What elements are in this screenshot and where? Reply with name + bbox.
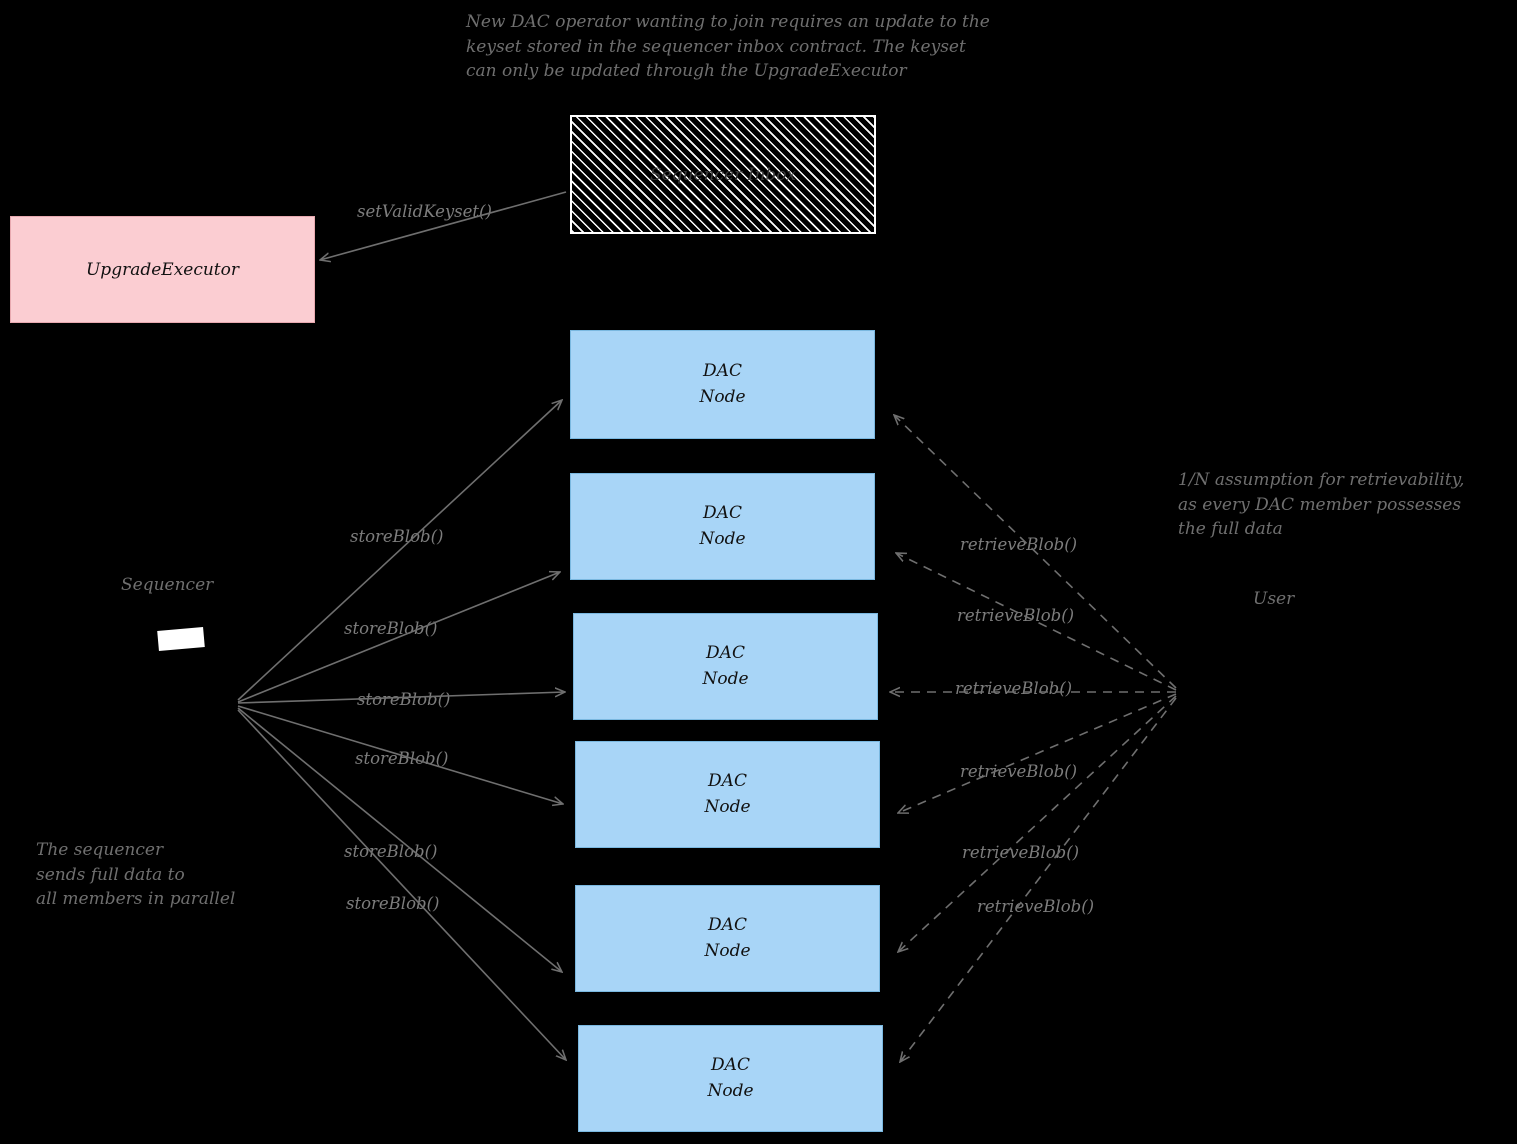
edge-label-retrieve-blob-2: retrieveBlob() [957, 606, 1075, 625]
dac-node-label-line2: Node [704, 940, 751, 961]
note-keyset-update: New DAC operator wanting to join require… [466, 12, 990, 82]
dac-node-label-line1: DAC [711, 1055, 750, 1075]
dac-node-box-2[interactable]: DAC Node [570, 473, 875, 580]
note-sequencer-parallel: The sequencer sends full data to all mem… [36, 840, 236, 910]
edge-label-retrieve-blob-1: retrieveBlob() [960, 535, 1078, 554]
edge-store-blob-1 [237, 400, 562, 701]
dac-node-box-3[interactable]: DAC Node [573, 613, 878, 720]
actor-label-user: User [1253, 589, 1295, 609]
dac-node-box-6[interactable]: DAC Node [578, 1025, 883, 1132]
dac-node-label-line2: Node [704, 796, 751, 817]
dac-node-label-line2: Node [699, 528, 746, 549]
dac-node-label-line1: DAC [703, 503, 742, 523]
sequencer-icon [157, 627, 205, 651]
dac-node-box-1[interactable]: DAC Node [570, 330, 875, 439]
edge-retrieve-blob-6 [900, 697, 1177, 1062]
edge-label-store-blob-6: storeBlob() [346, 894, 440, 913]
dac-node-label-line1: DAC [703, 361, 742, 381]
edge-label-store-blob-4: storeBlob() [355, 749, 449, 768]
edge-label-retrieve-blob-5: retrieveBlob() [962, 843, 1080, 862]
edge-label-store-blob-2: storeBlob() [344, 619, 438, 638]
upgrade-executor-box[interactable]: UpgradeExecutor [10, 216, 315, 323]
edge-label-set-valid-keyset: setValidKeyset() [357, 202, 492, 221]
note-retrievability: 1/N assumption for retrievability, as ev… [1178, 470, 1465, 540]
dac-node-label-line1: DAC [706, 643, 745, 663]
edge-label-store-blob-3: storeBlob() [357, 690, 451, 709]
edge-label-retrieve-blob-4: retrieveBlob() [960, 762, 1078, 781]
dac-node-box-4[interactable]: DAC Node [575, 741, 880, 848]
dac-node-label-line1: DAC [708, 771, 747, 791]
dac-node-label-line2: Node [707, 1080, 754, 1101]
edge-label-retrieve-blob-3: retrieveBlob() [955, 679, 1073, 698]
edge-label-store-blob-5: storeBlob() [344, 842, 438, 861]
dac-node-label-line1: DAC [708, 915, 747, 935]
dac-node-label-line2: Node [699, 386, 746, 407]
sequencer-inbox-box[interactable]: Sequencer Inbox [570, 115, 876, 234]
dac-node-label-line2: Node [702, 668, 749, 689]
edge-label-retrieve-blob-6: retrieveBlob() [977, 897, 1095, 916]
edge-label-store-blob-1: storeBlob() [350, 527, 444, 546]
edge-retrieve-blob-4 [898, 693, 1177, 813]
dac-node-box-5[interactable]: DAC Node [575, 885, 880, 992]
actor-label-sequencer: Sequencer [121, 575, 214, 595]
